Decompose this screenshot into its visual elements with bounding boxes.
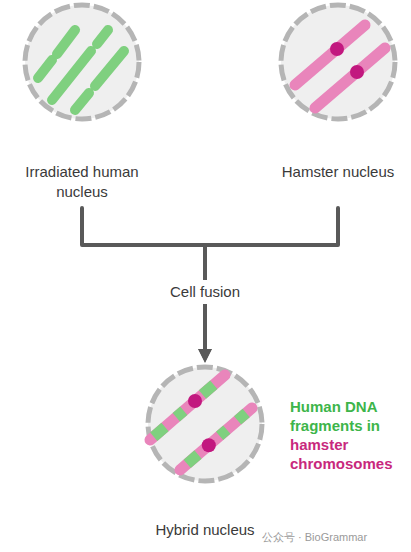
human-fragment bbox=[95, 51, 124, 86]
human-fragment bbox=[220, 430, 227, 436]
nucleus-label: Irradiated human nucleus bbox=[15, 162, 149, 202]
nucleus-outline bbox=[281, 5, 395, 119]
human-fragment bbox=[203, 385, 214, 395]
centromere bbox=[330, 42, 344, 56]
human-chromosomes bbox=[38, 30, 124, 110]
hybrid-chromosome bbox=[150, 375, 225, 440]
nucleus-node: Hamster nucleus bbox=[271, 2, 405, 208]
centromere bbox=[202, 438, 216, 452]
human-fragment bbox=[176, 411, 184, 418]
fusion-connector bbox=[205, 208, 338, 353]
nucleus-node: Hybrid nucleus bbox=[138, 363, 272, 545]
inserted-human-fragments bbox=[154, 385, 246, 464]
human-fragment bbox=[75, 93, 89, 110]
human-fragment bbox=[238, 413, 247, 420]
watermark: 公众号 · BioGrammar bbox=[262, 530, 411, 544]
callout-text: Human DNA fragments in bbox=[290, 397, 408, 435]
hybrid-chromosome bbox=[180, 408, 252, 470]
human-fragment bbox=[187, 455, 198, 464]
hamster-chromosome bbox=[315, 48, 385, 108]
nucleus-shape bbox=[138, 363, 272, 545]
nucleus-outline bbox=[148, 367, 262, 481]
hamster-chromosome bbox=[295, 25, 365, 85]
hybrid-chromosomes bbox=[150, 375, 252, 470]
centromere bbox=[350, 65, 364, 79]
human-fragment bbox=[97, 30, 108, 44]
nucleus-label: Hybrid nucleus bbox=[138, 520, 272, 540]
nucleus-outline bbox=[25, 5, 139, 119]
nucleus-label: Hamster nucleus bbox=[271, 162, 405, 182]
centromere bbox=[188, 394, 202, 408]
human-fragment bbox=[52, 51, 91, 100]
process-label: Cell fusion bbox=[166, 280, 244, 304]
callout-text: hamster chromosomes bbox=[290, 435, 408, 473]
human-fragment bbox=[38, 60, 52, 78]
nucleus-node: Irradiated human nucleus bbox=[15, 2, 149, 208]
hamster-chromosomes bbox=[295, 25, 385, 108]
human-fragment bbox=[57, 30, 75, 54]
human-fragment bbox=[154, 427, 165, 437]
fusion-connector bbox=[82, 208, 205, 353]
